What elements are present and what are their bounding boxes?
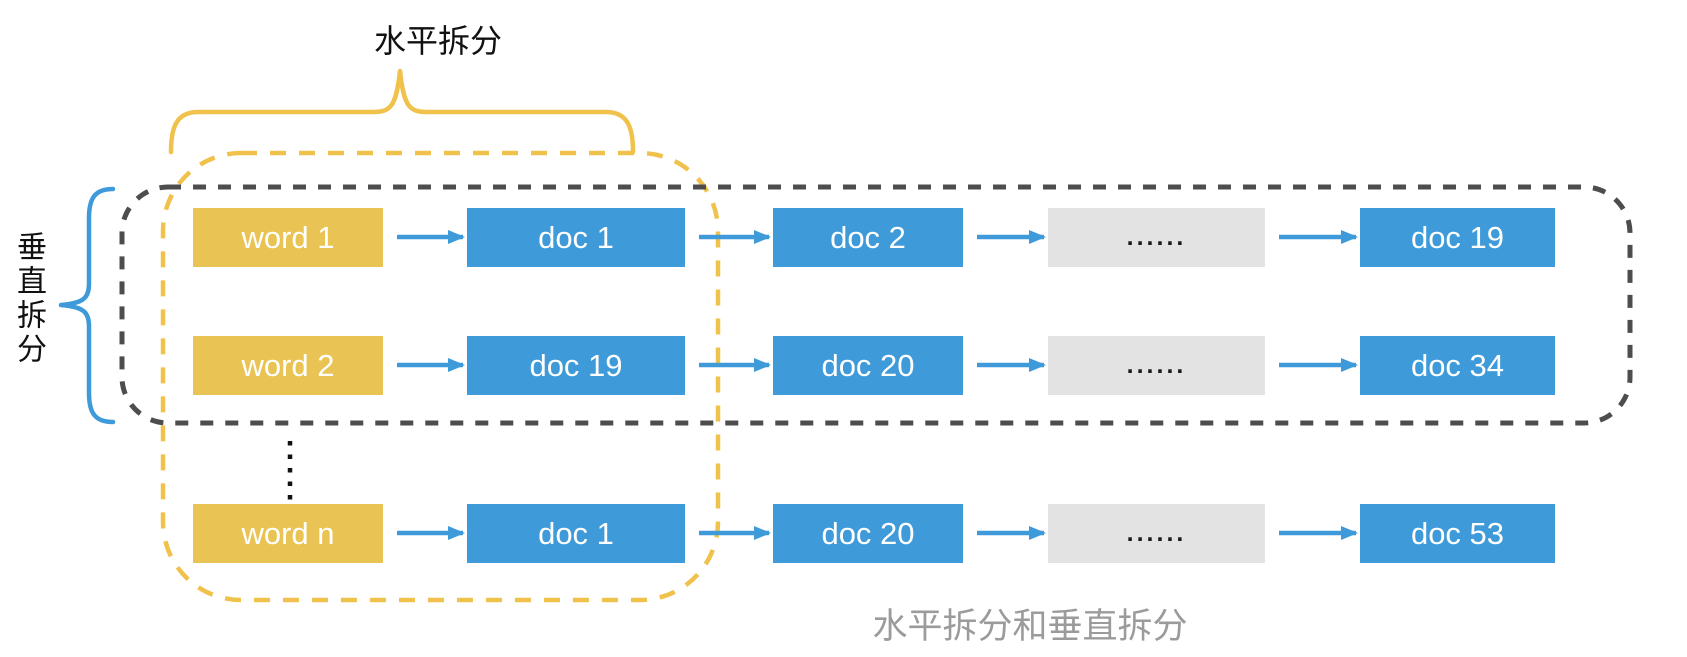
vertical-split-label: 垂直拆分: [12, 231, 45, 367]
node-word-1: word 1: [193, 208, 383, 267]
node-word-n: word n: [193, 504, 383, 563]
node-r1-doc-1: doc 1: [467, 208, 685, 267]
node-r1-ellipsis: ......: [1048, 208, 1265, 267]
node-r3-doc-2: doc 20: [773, 504, 963, 563]
node-r3-doc-3: doc 53: [1360, 504, 1555, 563]
node-r2-doc-1: doc 19: [467, 336, 685, 395]
horizontal-split-label: 水平拆分: [373, 23, 502, 59]
vertical-brace-icon: [58, 186, 116, 425]
node-r2-doc-2: doc 20: [773, 336, 963, 395]
vertical-split-outline: [119, 184, 1633, 426]
horizontal-split-outline: [160, 150, 721, 603]
diagram-caption: 水平拆分和垂直拆分: [872, 607, 1188, 646]
node-r1-doc-3: doc 19: [1360, 208, 1555, 267]
node-r2-doc-3: doc 34: [1360, 336, 1555, 395]
node-r3-doc-1: doc 1: [467, 504, 685, 563]
horizontal-brace-icon: [168, 68, 636, 155]
node-r2-ellipsis: ......: [1048, 336, 1265, 395]
node-word-2: word 2: [193, 336, 383, 395]
node-r3-ellipsis: ......: [1048, 504, 1265, 563]
node-r1-doc-2: doc 2: [773, 208, 963, 267]
